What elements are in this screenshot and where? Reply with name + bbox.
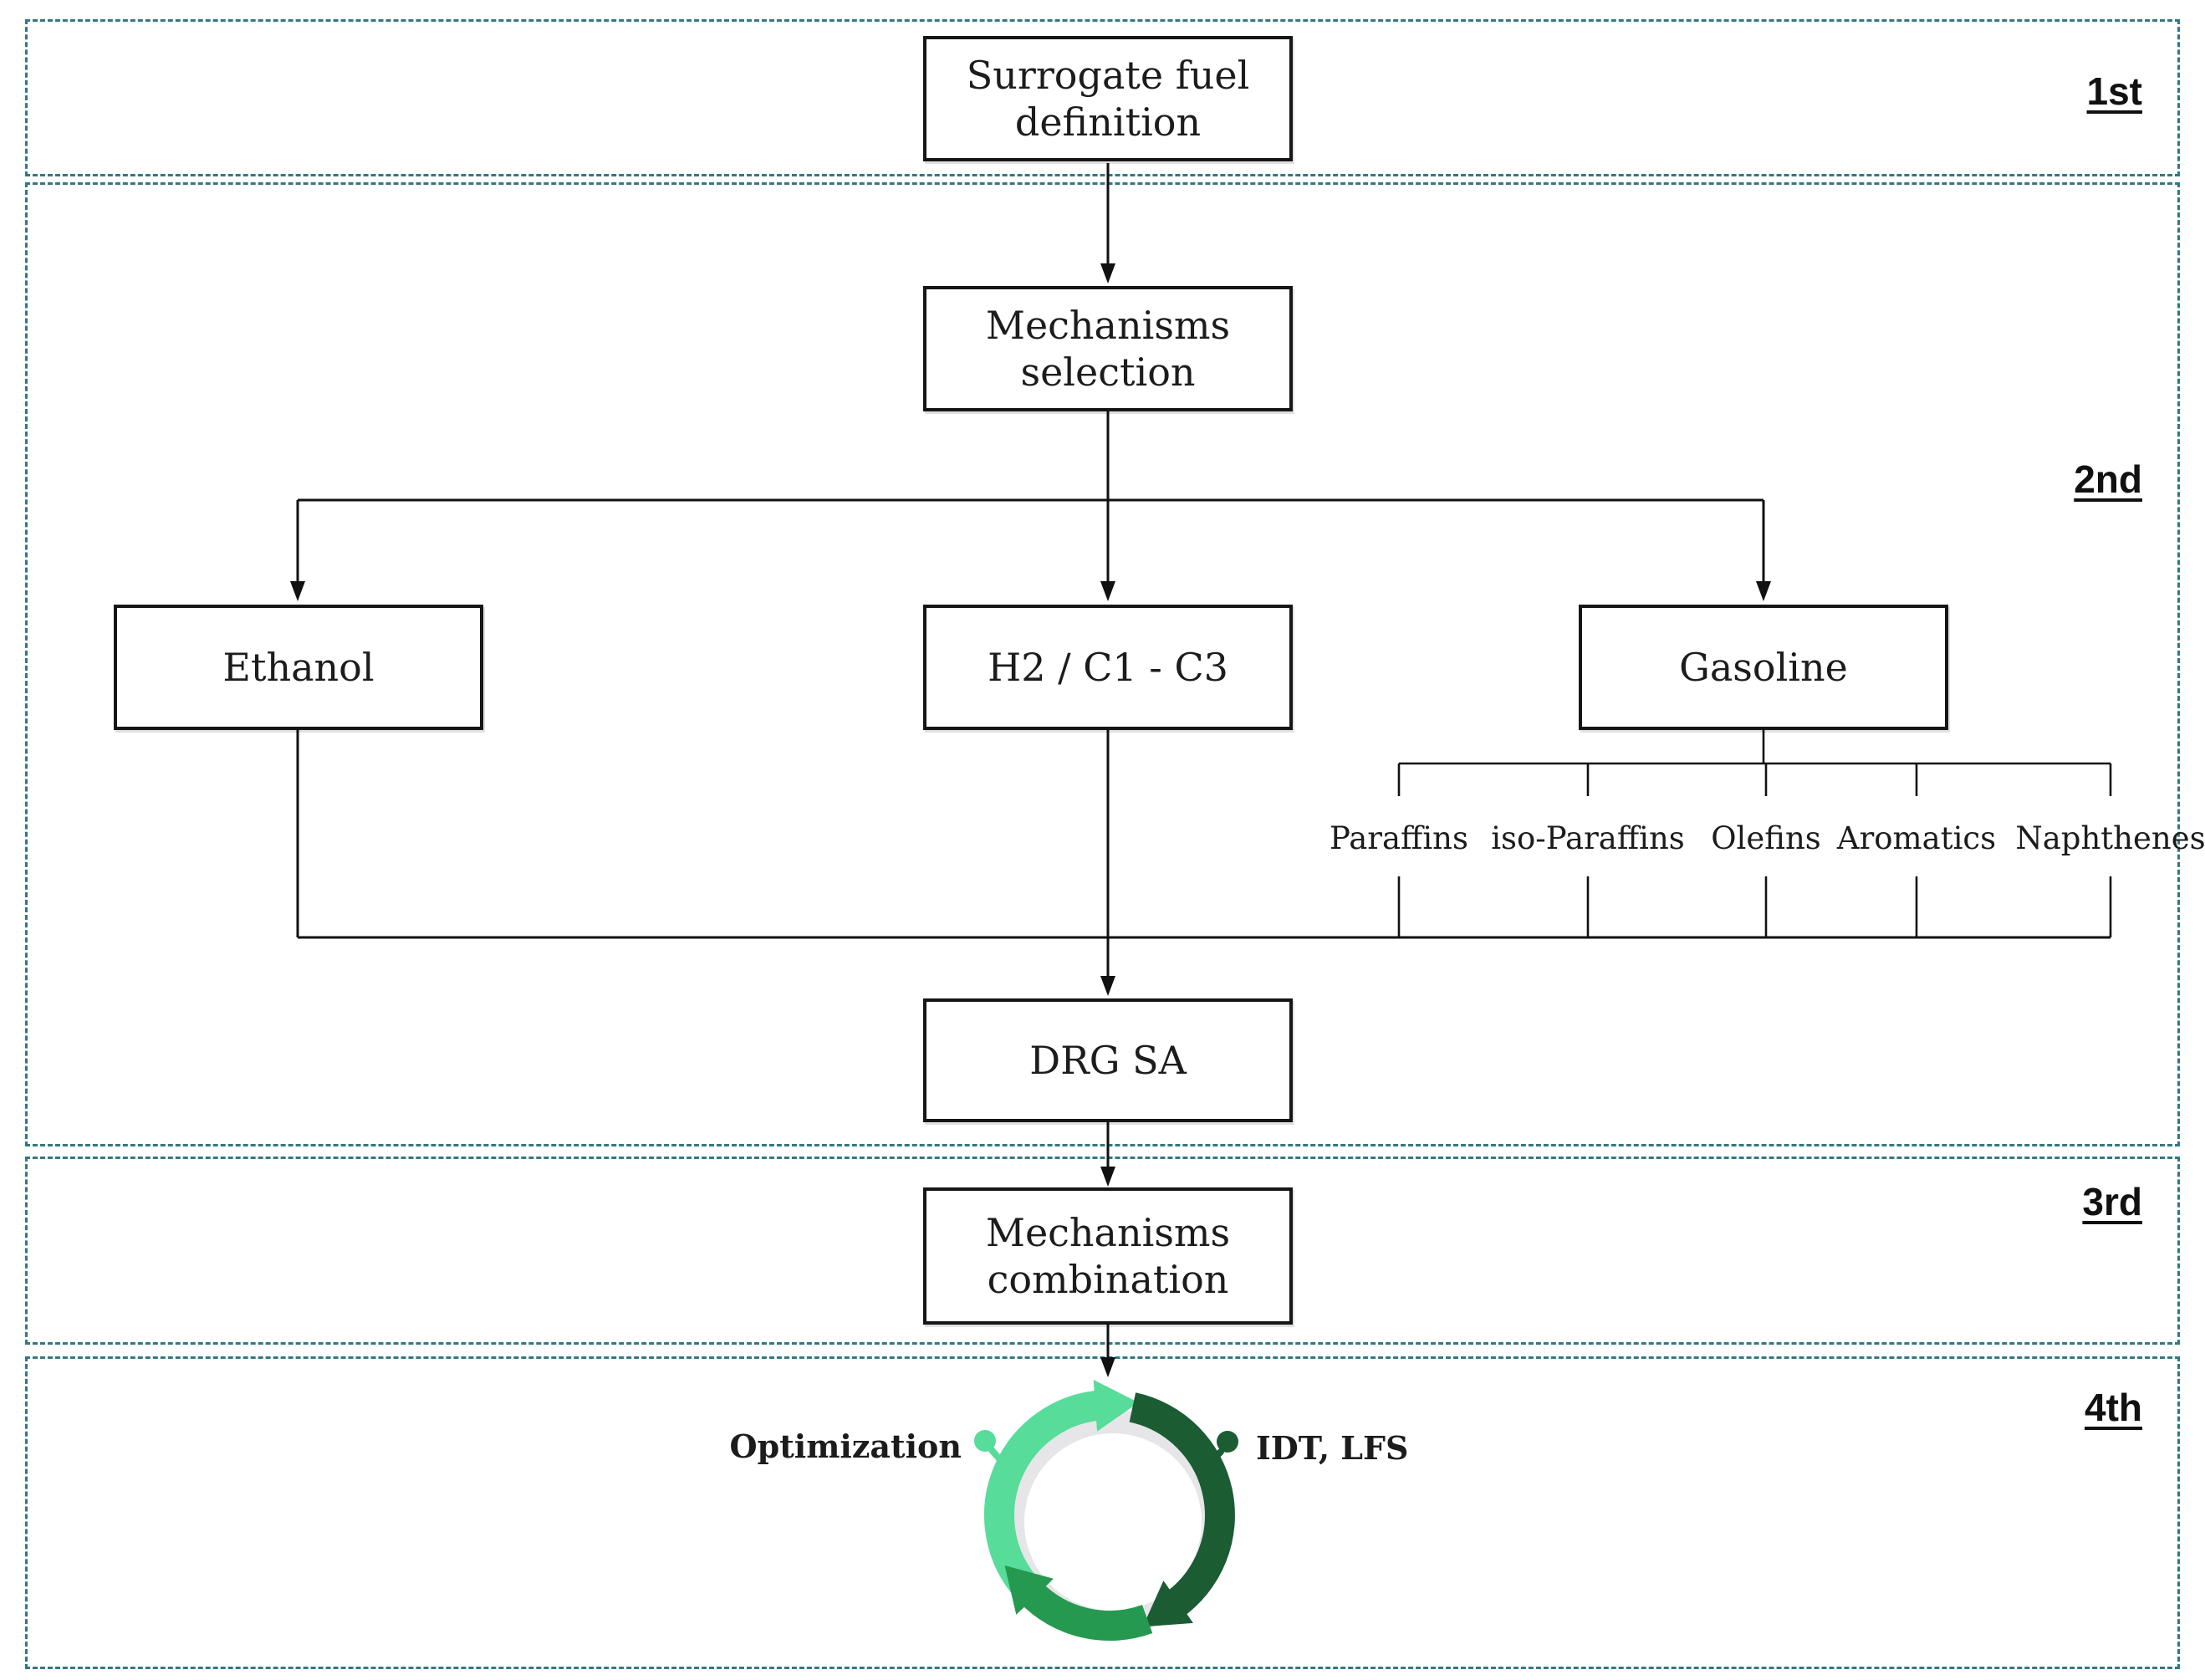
stage-2-label: 2nd: [2074, 457, 2142, 501]
cycle-label-optimization: Optimization: [729, 1427, 962, 1465]
optimization-cycle-graphic: [974, 1379, 1238, 1642]
box-drg-sa: DRG SA: [923, 998, 1293, 1122]
stage-2-section: [25, 182, 2180, 1146]
component-label-olefins: Olefins: [1711, 820, 1821, 856]
optimization-pin-dot: [974, 1430, 996, 1452]
box-mechanisms-selection: Mechanisms selection: [923, 286, 1293, 411]
box-surrogate-fuel-definition-label: Surrogate fuel definition: [966, 52, 1250, 145]
idt-lfs-pin-dot: [1217, 1431, 1238, 1453]
box-mechanisms-selection-label: Mechanisms selection: [985, 302, 1231, 395]
box-drg-sa-label: DRG SA: [1029, 1037, 1187, 1083]
cycle-arc-feedback: [1004, 1565, 1153, 1642]
stage-4-label: 4th: [2085, 1386, 2142, 1429]
component-label-naphthenes: Naphthenes: [2015, 820, 2205, 856]
box-mechanisms-combination-label: Mechanisms combination: [985, 1209, 1231, 1302]
cycle-arc-idt-lfs: [1129, 1392, 1235, 1627]
box-h2-c1-c3-label: H2 / C1 - C3: [988, 644, 1228, 690]
box-mechanisms-combination: Mechanisms combination: [923, 1187, 1293, 1325]
stage-1-section: [25, 19, 2180, 176]
optimization-pin-stem: [988, 1447, 1012, 1473]
box-ethanol: Ethanol: [114, 605, 483, 730]
component-label-paraffins: Paraffins: [1330, 820, 1468, 856]
box-surrogate-fuel-definition: Surrogate fuel definition: [923, 36, 1293, 161]
cycle-label-idt-lfs: IDT, LFS: [1256, 1429, 1409, 1467]
box-gasoline-label: Gasoline: [1679, 644, 1848, 690]
box-h2-c1-c3: H2 / C1 - C3: [923, 605, 1293, 730]
box-ethanol-label: Ethanol: [222, 644, 375, 690]
stage-3-section: [25, 1157, 2180, 1345]
stage-1-label: 1st: [2086, 69, 2142, 113]
component-label-aromatics: Aromatics: [1836, 820, 1997, 856]
component-label-iso-paraffins: iso-Paraffins: [1491, 820, 1685, 856]
stage-3-label: 3rd: [2082, 1180, 2142, 1223]
idt-lfs-pin-stem: [1199, 1448, 1224, 1473]
box-gasoline: Gasoline: [1579, 605, 1948, 730]
